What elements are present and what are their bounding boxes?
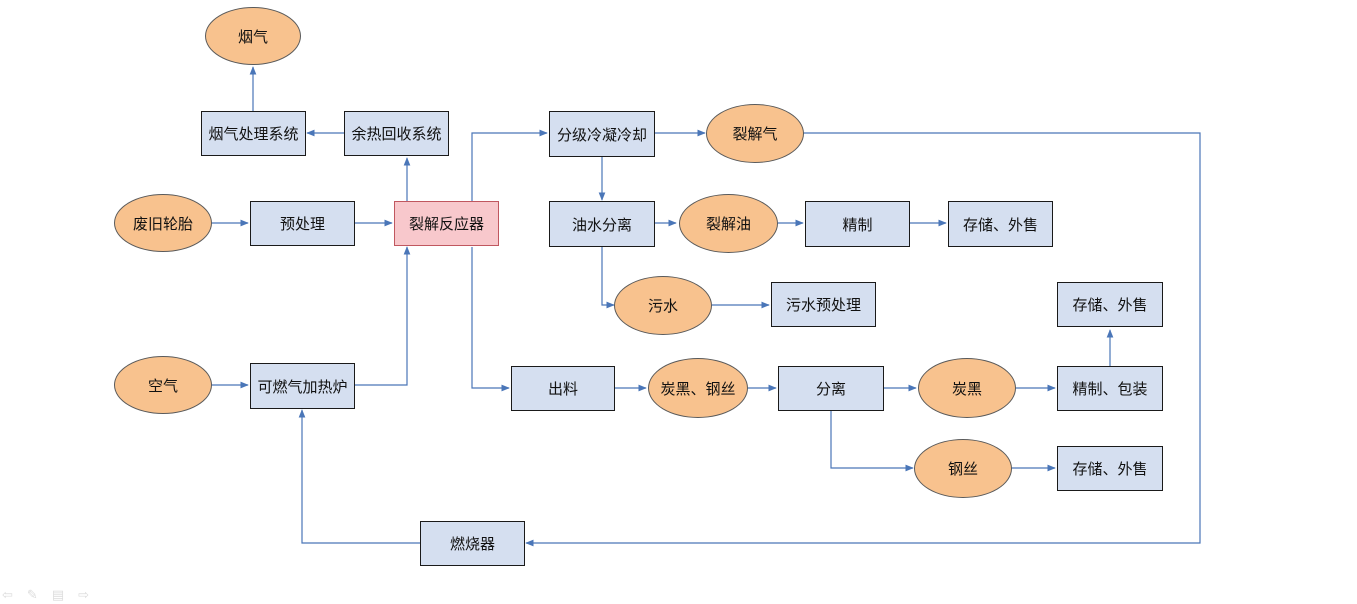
air-node: 空气 [114, 356, 212, 414]
pyrolysis-reactor-box: 裂解反应器 [394, 201, 499, 246]
oil-water-separation-box: 油水分离 [549, 201, 655, 247]
separation-box: 分离 [778, 366, 884, 411]
discharge-box: 出料 [511, 366, 615, 411]
wastewater-node: 污水 [614, 276, 712, 335]
arrow-oil-water-to-wastewater [601, 246, 615, 309]
flue-gas-treatment-box: 烟气处理系统 [201, 111, 306, 156]
waste-heat-recovery-box: 余热回收系统 [344, 111, 449, 156]
arrow-pyrolysis-gas-to-burner [525, 132, 1201, 547]
waste-tire-node: 废旧轮胎 [114, 194, 212, 252]
fractional-condensation-box: 分级冷凝冷却 [549, 111, 655, 157]
steel-storage-sale-box: 存储、外售 [1057, 446, 1163, 491]
arrow-reactor-to-condensation [471, 129, 548, 201]
arrow-furnace-to-reactor [355, 246, 411, 386]
pyrolysis-gas-node: 裂解气 [706, 104, 804, 163]
pretreatment-box: 预处理 [250, 201, 355, 246]
wastewater-pretreatment-box: 污水预处理 [771, 282, 876, 327]
refining-box: 精制 [805, 201, 910, 247]
arrow-reactor-to-discharge [471, 247, 510, 392]
pyrolysis-oil-node: 裂解油 [679, 194, 778, 253]
arrow-separation-to-steel-wire [830, 411, 914, 472]
menu-icon[interactable]: ▤ [51, 588, 65, 603]
slideshow-controls: ⇦ ✎ ▤ ⇨ [2, 588, 89, 604]
flue-gas-node: 烟气 [205, 7, 301, 65]
next-arrow-icon[interactable]: ⇨ [78, 588, 90, 603]
prev-arrow-icon[interactable]: ⇦ [2, 588, 13, 603]
pen-icon[interactable]: ✎ [26, 588, 38, 603]
carbon-storage-sale-box: 存储、外售 [1057, 282, 1163, 327]
refining-packaging-box: 精制、包装 [1057, 366, 1163, 411]
gas-heating-furnace-box: 可燃气加热炉 [250, 363, 355, 409]
burner-box: 燃烧器 [420, 521, 525, 566]
steel-wire-node: 钢丝 [914, 439, 1012, 498]
carbon-black-steel-wire-node: 炭黑、钢丝 [648, 358, 748, 418]
oil-storage-sale-box: 存储、外售 [948, 201, 1053, 247]
arrow-burner-to-furnace [298, 409, 421, 544]
carbon-black-node: 炭黑 [918, 358, 1016, 418]
